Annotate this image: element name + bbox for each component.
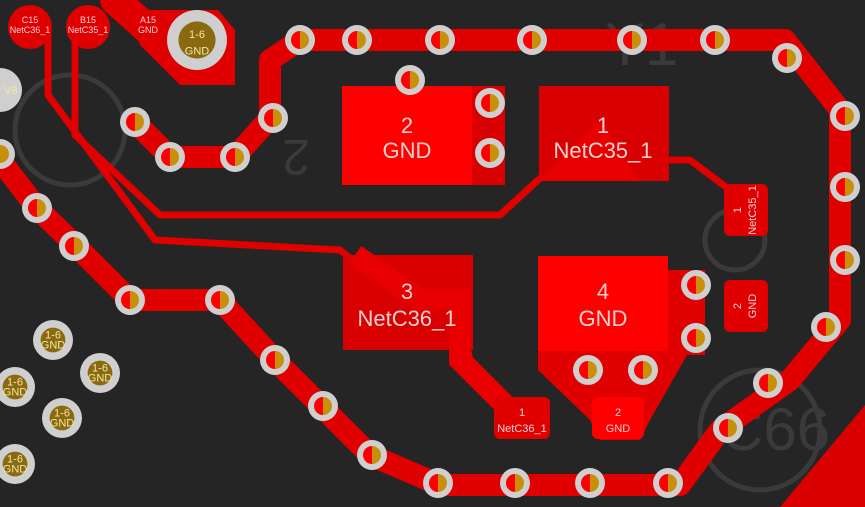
via[interactable]: [155, 142, 185, 172]
pad-net: NetC35_1: [553, 138, 652, 163]
via[interactable]: [700, 25, 730, 55]
connector-pin-c15[interactable]: C15 NetC36_1: [8, 5, 52, 49]
pin-id: C15: [22, 15, 39, 25]
smd-pad-gnd-right[interactable]: 2 GND: [724, 280, 768, 332]
via-layers: 1-6: [189, 29, 205, 41]
pin-net: NetC36_1: [10, 25, 51, 35]
via[interactable]: [830, 101, 860, 131]
via[interactable]: [811, 312, 841, 342]
via-layers: 1-6: [92, 363, 108, 375]
via[interactable]: [681, 323, 711, 353]
connector-pin-b15[interactable]: B15 NetC35_1: [66, 5, 110, 49]
via-net: GND: [3, 387, 28, 399]
via-net: GND: [41, 340, 66, 352]
via[interactable]: [395, 65, 425, 95]
silk-outline: [697, 367, 823, 493]
pad-net: GND: [579, 306, 628, 331]
via-layers: 1-6: [45, 330, 61, 342]
pad-number: 3: [401, 279, 413, 304]
via-net: GND: [3, 464, 28, 476]
pad-number: 2: [615, 407, 621, 419]
pad-net: NetC36_1: [357, 306, 456, 331]
via[interactable]: [617, 25, 647, 55]
via[interactable]: [115, 285, 145, 315]
via[interactable]: [500, 468, 530, 498]
pad-number: 1: [732, 207, 744, 213]
via[interactable]: [681, 270, 711, 300]
via[interactable]: [357, 440, 387, 470]
pad-net: NetC36_1: [497, 423, 547, 435]
via[interactable]: [423, 468, 453, 498]
pad-number: 2: [401, 113, 413, 138]
via[interactable]: [475, 88, 505, 118]
pad-net: GND: [747, 294, 759, 319]
pin-id: A15: [140, 15, 156, 25]
pad-3-netc36[interactable]: 3 NetC36_1: [343, 245, 528, 428]
via[interactable]: [830, 245, 860, 275]
via[interactable]: [830, 172, 860, 202]
via[interactable]: [713, 413, 743, 443]
pad-net: GND: [606, 423, 631, 435]
via-net: GND: [88, 373, 113, 385]
pad-number: 1: [597, 113, 609, 138]
via[interactable]: [308, 391, 338, 421]
via[interactable]: [285, 25, 315, 55]
via[interactable]: [573, 355, 603, 385]
pad-number: 4: [597, 279, 609, 304]
via[interactable]: [260, 345, 290, 375]
via-layers: 1-6: [54, 408, 70, 420]
via[interactable]: [753, 368, 783, 398]
smd-pad-gnd-bottom[interactable]: 2 GND: [592, 397, 644, 439]
pin-net: NetC35_1: [68, 25, 109, 35]
via-layers: 1-6: [7, 377, 23, 389]
via[interactable]: [517, 25, 547, 55]
smd-pad-netc36-1[interactable]: 1 NetC36_1: [494, 397, 550, 439]
connector-pin-a15[interactable]: A15 GND: [138, 15, 159, 35]
pad-net: GND: [383, 138, 432, 163]
via[interactable]: [425, 25, 455, 55]
via-net: GND: [185, 45, 210, 57]
via-group: [0, 25, 860, 498]
copper-pour: [780, 405, 865, 507]
silk-label-2: 2: [282, 129, 310, 185]
via[interactable]: [342, 25, 372, 55]
via[interactable]: [653, 468, 683, 498]
pad-number: 1: [519, 407, 525, 419]
via[interactable]: [575, 468, 605, 498]
via[interactable]: [120, 107, 150, 137]
pad-net: NetC35_1: [747, 185, 759, 235]
pad-1-netc35[interactable]: 1 NetC35_1: [539, 86, 669, 181]
smd-pad-netc35-1[interactable]: 1 NetC35_1: [724, 184, 768, 236]
trace-netc35[interactable]: [71, 30, 753, 219]
via-net: GND: [50, 418, 75, 430]
via[interactable]: [220, 142, 250, 172]
via[interactable]: [628, 355, 658, 385]
via[interactable]: [59, 231, 89, 261]
via[interactable]: [0, 139, 15, 169]
via[interactable]: [205, 285, 235, 315]
pin-id: B15: [80, 15, 96, 25]
via[interactable]: [258, 103, 288, 133]
pad-number: 2: [732, 303, 744, 309]
via[interactable]: [22, 193, 52, 223]
via-layers: 1-6: [7, 454, 23, 466]
via[interactable]: [475, 138, 505, 168]
pin-net: GND: [138, 25, 159, 35]
via[interactable]: [772, 43, 802, 73]
via-partial: [0, 68, 22, 112]
trace-top-loop[interactable]: [0, 29, 851, 496]
partial-label: V8: [4, 85, 17, 97]
